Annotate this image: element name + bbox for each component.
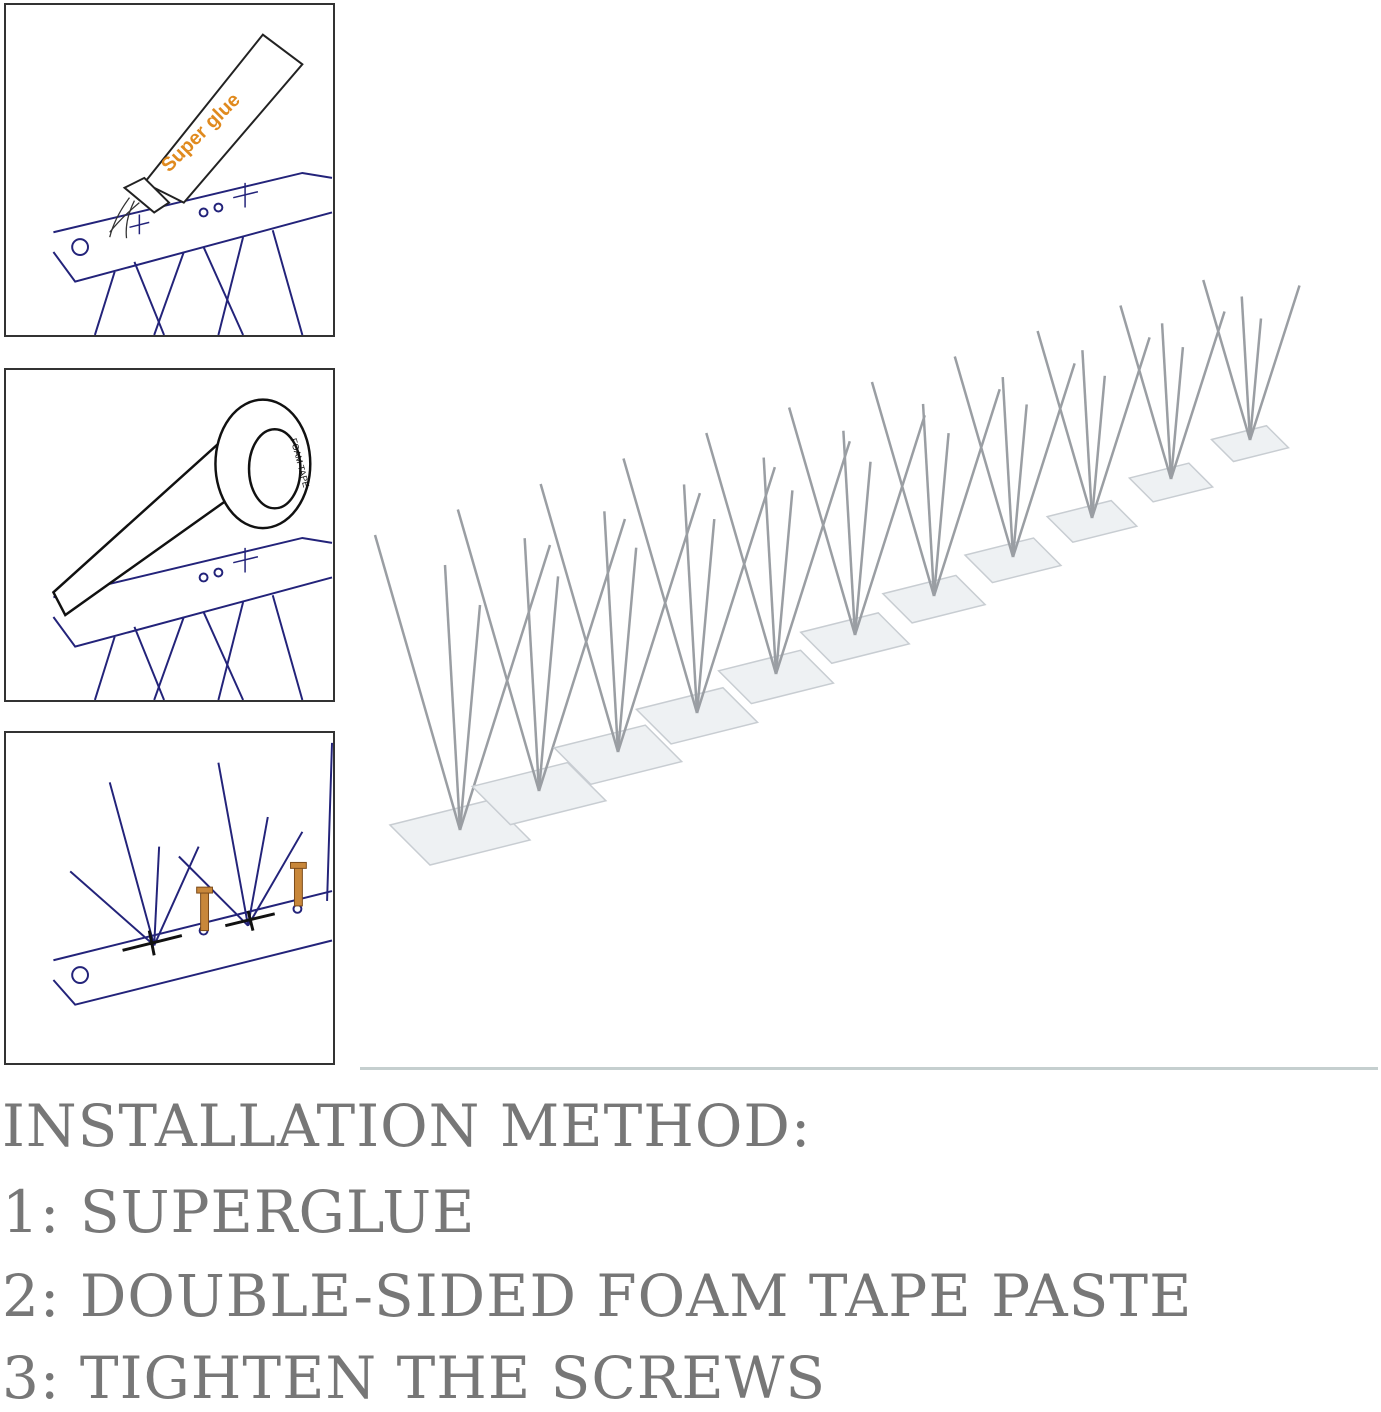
foam-tape-drawing: FOAM TAPE — [51, 398, 333, 700]
bird-spike-product-image — [370, 180, 1370, 900]
bird-spikes-drawing — [373, 279, 1301, 866]
spike-segment — [373, 534, 552, 866]
spike-segment — [787, 407, 926, 665]
foam-tape-illustration: FOAM TAPE — [4, 368, 335, 702]
spike-segment — [705, 432, 851, 705]
spike-segment — [622, 458, 777, 745]
spike-segment — [870, 381, 1001, 624]
divider — [360, 1067, 1378, 1070]
spike-segment — [953, 356, 1076, 584]
screws-drawing — [52, 742, 333, 1006]
spike-segment — [1119, 305, 1226, 503]
step-3: 3: TIGHTEN THE SCREWS — [2, 1344, 827, 1412]
installation-heading: INSTALLATION METHOD: — [2, 1092, 812, 1160]
screw-icon — [196, 861, 307, 932]
screws-illustration — [4, 731, 335, 1065]
spike-segment — [456, 509, 627, 826]
spike-segment — [1202, 279, 1301, 463]
superglue-drawing: Super glue — [52, 33, 333, 335]
step-2: 2: DOUBLE-SIDED FOAM TAPE PASTE — [2, 1262, 1193, 1330]
superglue-illustration: Super glue — [4, 3, 335, 337]
step-1: 1: SUPERGLUE — [2, 1178, 476, 1246]
spike-segment — [1036, 330, 1151, 544]
